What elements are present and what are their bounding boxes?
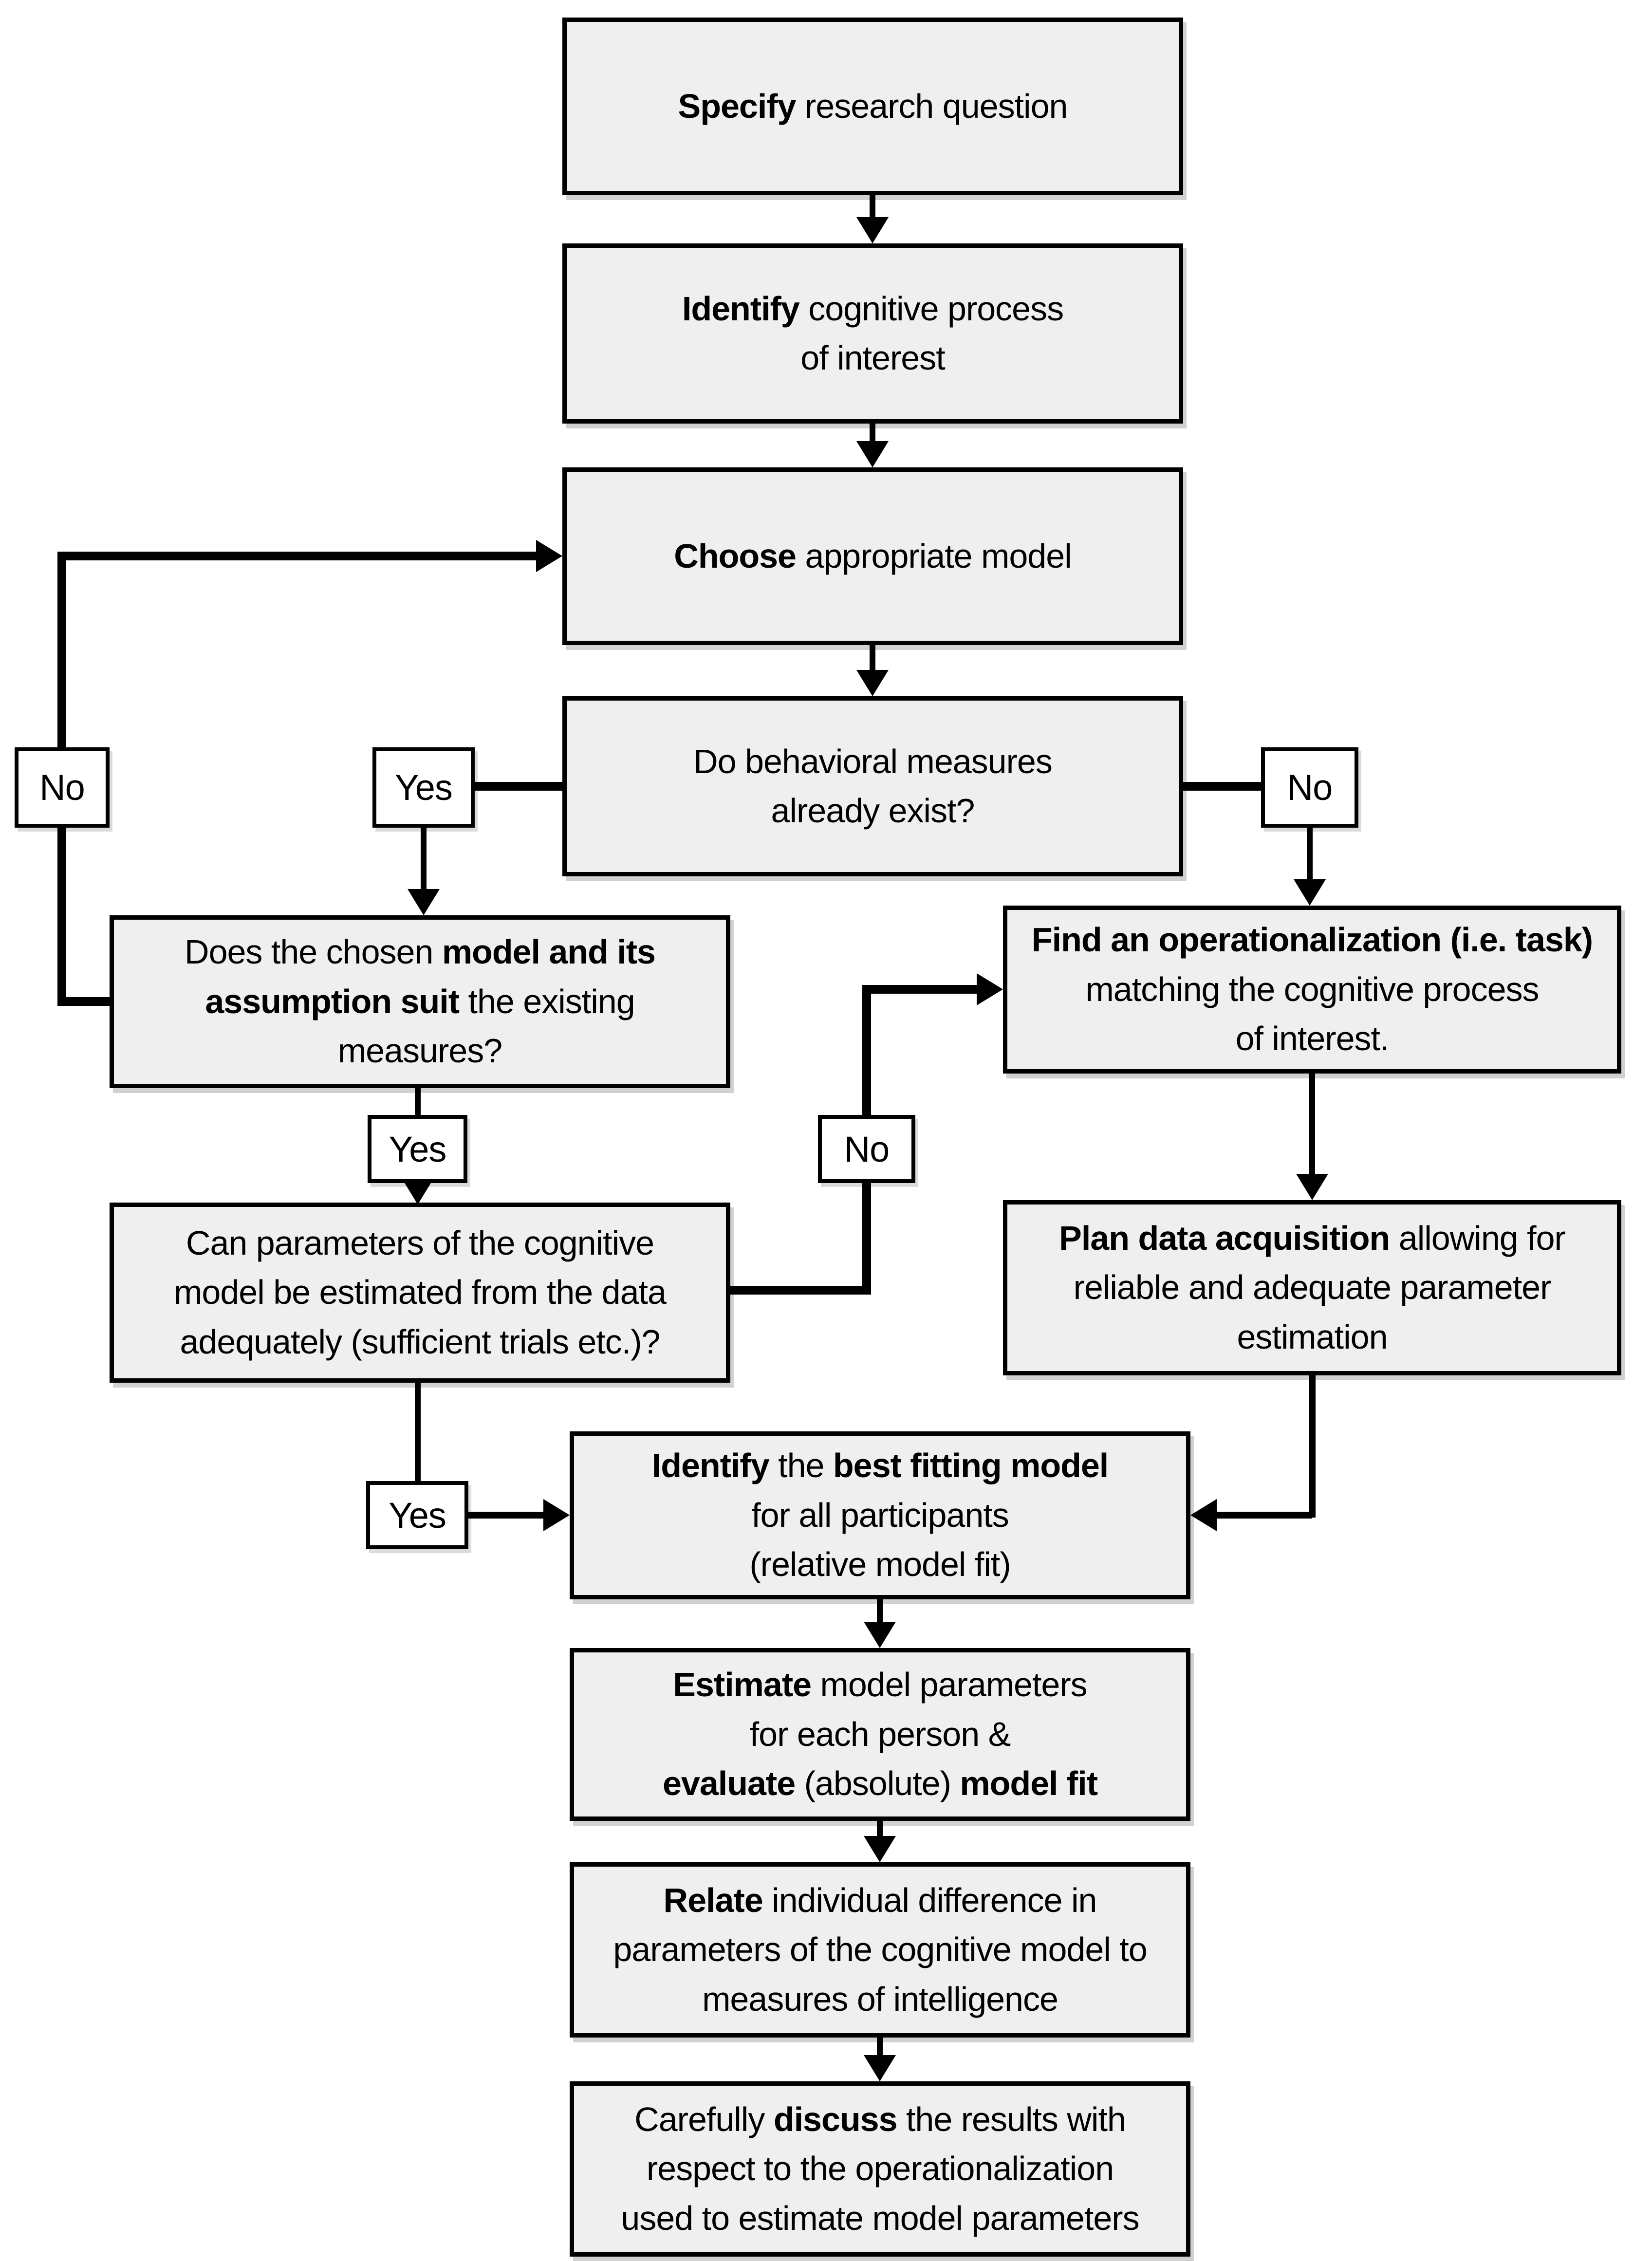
arrowhead-down-icon (864, 1836, 896, 1862)
connector-relate-to-discuss (877, 2038, 883, 2057)
connector-plan-down (1309, 1375, 1316, 1518)
arrowhead-down-icon (856, 441, 889, 467)
arrowhead-down-icon (408, 889, 440, 915)
label-no-parameters-estimable: No (818, 1115, 915, 1183)
arrowhead-left-icon (1190, 1499, 1217, 1531)
connector-estimate-to-relate (877, 1821, 883, 1838)
label-yes-parameters-estimable: Yes (366, 1481, 468, 1549)
feedback-loop-mid-horizontal (730, 1286, 869, 1295)
connector-identify-to-choose (870, 424, 875, 443)
connector-choose-to-decision (870, 645, 875, 672)
label-yes-measures-exist: Yes (372, 747, 475, 828)
connector-plan-to-identify-best (1215, 1512, 1312, 1519)
connector-does-chosen-to-yes (415, 1088, 421, 1117)
label-no-measures-exist: No (1261, 747, 1358, 828)
node-find-operationalization: Find an operationalization (i.e. task)ma… (1003, 906, 1621, 1074)
arrowhead-down-icon (1294, 879, 1326, 906)
arrowhead-down-icon (864, 1622, 896, 1648)
arrowhead-right-icon (536, 540, 562, 572)
node-specify-research-question: Specify research question (562, 18, 1183, 195)
feedback-loop-left-to-choose (57, 552, 539, 560)
arrowhead-down-icon (856, 217, 889, 243)
arrowhead-right-icon (543, 1499, 570, 1531)
connector-no-to-find-op (1307, 828, 1313, 881)
connector-yes-to-identify-best (466, 1512, 546, 1519)
connector-specify-to-identify (870, 195, 875, 221)
connector-can-params-to-yes (415, 1383, 421, 1483)
arrowhead-right-icon (977, 973, 1003, 1005)
arrowhead-down-icon (864, 2055, 896, 2081)
connector-decision-to-no-label (1181, 782, 1263, 791)
connector-decision-to-yes-label (472, 782, 565, 791)
label-yes-model-suits: Yes (368, 1115, 467, 1183)
connector-find-op-to-plan (1309, 1074, 1315, 1176)
arrowhead-down-icon (856, 670, 889, 696)
connector-yes-to-does-chosen (421, 828, 427, 891)
feedback-loop-left-horizontal (57, 997, 113, 1006)
arrowhead-down-icon (1296, 1174, 1328, 1200)
connector-best-to-estimate (877, 1599, 883, 1624)
node-choose-appropriate-model: Choose appropriate model (562, 467, 1183, 645)
label-no-feedback-left: No (15, 747, 110, 828)
feedback-loop-mid-to-find-op (862, 985, 981, 994)
